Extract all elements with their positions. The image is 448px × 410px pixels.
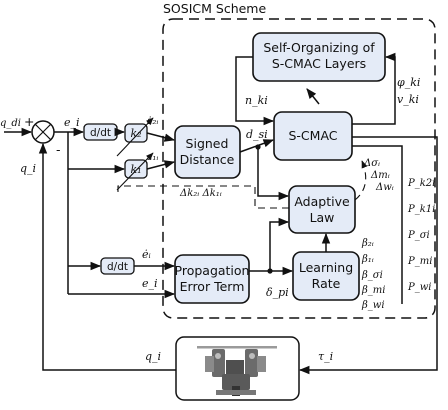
scheme-title: SOSICM Scheme (163, 1, 266, 16)
svg-text:Rate: Rate (312, 276, 341, 291)
delta-m-label: Δmᵢ (370, 170, 390, 181)
svg-text:d/dt: d/dt (90, 127, 111, 139)
qdi-label: q_di (0, 118, 21, 129)
ddt-block-top: d/dt (84, 124, 117, 140)
p-k2-label: P_k2i (407, 178, 435, 189)
plus-sign: + (24, 114, 34, 129)
beta-m-label: β_mi (361, 285, 385, 296)
v-ki-label: v_ki (397, 93, 419, 106)
svg-text:Distance: Distance (180, 152, 235, 167)
svg-text:Learning: Learning (299, 260, 353, 275)
p-k1-label: P_k1i (407, 204, 435, 215)
p-sigma-label: P_σi (407, 230, 430, 241)
svg-text:Law: Law (310, 210, 335, 225)
self-organizing-block: Self-Organizing of S-CMAC Layers (253, 33, 385, 81)
ddt-block-bottom: d/dt (101, 258, 134, 274)
k2-gain-block: k₂ (125, 124, 147, 142)
svg-text:Self-Organizing of: Self-Organizing of (263, 40, 375, 55)
p-m-label: P_mi (407, 256, 432, 267)
tau-i-label: τ_i (318, 350, 333, 363)
summing-junction-icon (32, 121, 54, 143)
delta-pi-label: δ_pi (266, 286, 289, 299)
svg-text:k₂: k₂ (130, 127, 141, 140)
adaptive-law-block: Adaptive Law (289, 186, 355, 233)
q-i-left-label: q_i (20, 162, 36, 175)
svg-text:d/dt: d/dt (107, 261, 128, 273)
robot-manipulator-block (176, 337, 299, 400)
phi-ki-label: φ_ki (397, 76, 420, 89)
delta-k-label: Δk₂ᵢ Δk₁ᵢ (179, 188, 222, 199)
e-dot-label: ėᵢ (142, 248, 151, 261)
eps1-label: ε₁ᵢ (147, 152, 158, 163)
e-i-label: e_i (64, 116, 80, 129)
beta-1i-label: β₁ᵢ (361, 254, 374, 265)
svg-text:S-CMAC Layers: S-CMAC Layers (272, 56, 366, 71)
beta-w-label: β_wi (361, 300, 385, 311)
svg-text:Adaptive: Adaptive (294, 194, 350, 209)
minus-sign: - (56, 142, 61, 157)
svg-text:Signed: Signed (186, 136, 229, 151)
s-cmac-block: S-CMAC (274, 112, 352, 160)
learning-rate-block: Learning Rate (293, 252, 359, 300)
propagation-error-block: Propagation Error Term (175, 255, 250, 303)
svg-text:Error Term: Error Term (180, 279, 245, 294)
d-si-label: d_si (246, 128, 268, 141)
signed-distance-block: Signed Distance (175, 126, 240, 178)
e-i-lower-label: e_i (142, 277, 158, 290)
svg-text:S-CMAC: S-CMAC (288, 128, 337, 143)
delta-sigma-label: Δσᵢ (363, 158, 380, 169)
beta-2i-label: β₂ᵢ (361, 238, 374, 249)
n-ki-label: n_ki (245, 94, 268, 107)
q-i-bottom-label: q_i (145, 350, 161, 363)
svg-text:Propagation: Propagation (175, 263, 250, 278)
eps2-label: ε̇₂ᵢ (147, 116, 158, 127)
delta-w-label: Δwᵢ (375, 182, 394, 193)
p-w-label: P_wi (407, 282, 432, 293)
beta-sigma-label: β_σi (361, 270, 383, 281)
